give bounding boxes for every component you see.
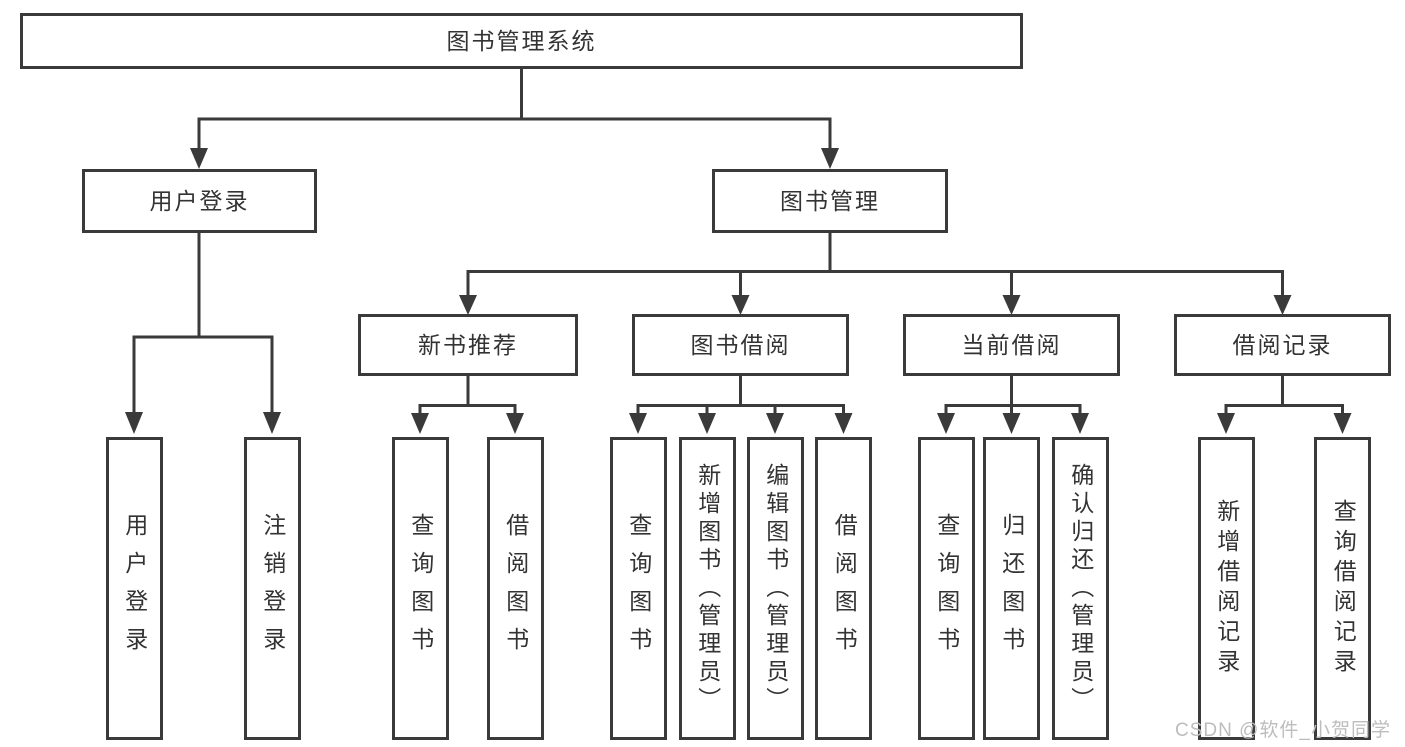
- node-borrowing-records-label: 借阅记录: [1232, 331, 1333, 358]
- node-current-borrowing-label: 当前借阅: [961, 331, 1062, 358]
- node-new-book-recommend: 新书推荐: [358, 314, 578, 376]
- node-new-book-recommend-label: 新书推荐: [418, 331, 518, 358]
- watermark: CSDN @软件_小贺同学: [1175, 720, 1391, 741]
- leaf-logout-label: 注销登录: [259, 512, 286, 665]
- connector-root-to-level2: [190, 67, 839, 169]
- leaf-logout: 注销登录: [243, 437, 301, 740]
- leaf-add-borrow-record-label: 新增借阅记录: [1213, 498, 1240, 679]
- leaf-query-books-recommend-label: 查询图书: [407, 512, 434, 665]
- leaf-confirm-return-admin-label: 确认归还（管理员）: [1067, 462, 1094, 715]
- node-book-management-label: 图书管理: [780, 187, 880, 214]
- node-borrowing-records: 借阅记录: [1174, 314, 1391, 376]
- leaf-user-login-label: 用户登录: [121, 512, 148, 665]
- leaf-query-books-current-label: 查询图书: [933, 512, 960, 665]
- node-book-borrowing: 图书借阅: [632, 314, 849, 376]
- leaf-query-books-borrow-label: 查询图书: [625, 512, 652, 665]
- connector-new-books-children: [411, 375, 524, 434]
- leaf-query-borrow-record: 查询借阅记录: [1314, 437, 1371, 740]
- leaf-confirm-return-admin: 确认归还（管理员）: [1051, 437, 1109, 740]
- node-root: 图书管理系统: [20, 13, 1023, 69]
- leaf-edit-book-admin-label: 编辑图书（管理员）: [762, 462, 789, 715]
- connector-borrow-records-children: [1217, 375, 1352, 434]
- leaf-add-book-admin-label: 新增图书（管理员）: [694, 462, 721, 715]
- leaf-borrow-books-recommend: 借阅图书: [486, 437, 544, 740]
- node-current-borrowing: 当前借阅: [903, 314, 1120, 376]
- node-user-login: 用户登录: [82, 169, 317, 233]
- leaf-return-books: 归还图书: [982, 437, 1040, 740]
- leaf-return-books-label: 归还图书: [998, 512, 1025, 665]
- node-user-login-label: 用户登录: [149, 187, 250, 214]
- leaf-query-books-recommend: 查询图书: [391, 437, 449, 740]
- leaf-query-borrow-record-label: 查询借阅记录: [1330, 498, 1357, 679]
- leaf-borrow-books: 借阅图书: [815, 437, 872, 740]
- leaf-edit-book-admin: 编辑图书（管理员）: [746, 437, 804, 740]
- leaf-add-book-admin: 新增图书（管理员）: [678, 437, 736, 740]
- leaf-add-borrow-record: 新增借阅记录: [1197, 437, 1255, 740]
- connector-book-borrow-children: [629, 375, 853, 434]
- leaf-borrow-books-recommend-label: 借阅图书: [502, 512, 529, 665]
- leaf-borrow-books-label: 借阅图书: [831, 512, 858, 665]
- node-book-borrowing-label: 图书借阅: [690, 331, 791, 358]
- node-book-management: 图书管理: [712, 169, 948, 233]
- leaf-query-books-borrow: 查询图书: [609, 437, 667, 740]
- leaf-query-books-current: 查询图书: [917, 437, 975, 740]
- node-root-label: 图书管理系统: [446, 27, 597, 54]
- connector-user-login-children: [125, 232, 281, 434]
- connector-book-mgmt-to-level3: [459, 232, 1292, 315]
- leaf-user-login: 用户登录: [105, 437, 163, 740]
- connector-current-borrow-children: [937, 375, 1089, 434]
